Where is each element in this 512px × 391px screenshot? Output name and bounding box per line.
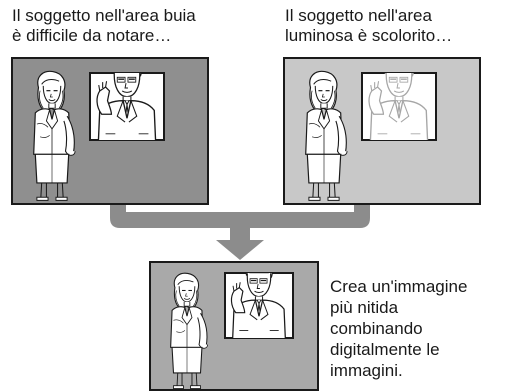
down-arrow-icon <box>216 240 264 260</box>
caption-result-line-2: più nitida <box>330 298 399 317</box>
panel-dark-exposure <box>11 57 209 205</box>
caption-dark-line-2: è difficile da notare… <box>12 26 171 45</box>
caption-result-line-4: digitalmente le <box>330 340 440 359</box>
panel-bright-exposure <box>283 57 481 205</box>
caption-bright-line-1: Il soggetto nell'area <box>285 6 432 25</box>
caption-result-line-1: Crea un'immagine <box>330 277 467 296</box>
caption-result-line-3: combinando <box>330 319 423 338</box>
caption-bright-line-2: luminosa è scolorito… <box>285 26 452 45</box>
merge-connector <box>110 196 370 260</box>
caption-bright: Il soggetto nell'area luminosa è scolori… <box>285 6 452 45</box>
caption-dark-line-1: Il soggetto nell'area buia <box>12 6 196 25</box>
panel-combined-result <box>149 261 319 391</box>
caption-dark: Il soggetto nell'area buia è difficile d… <box>12 6 196 45</box>
caption-result-line-5: immagini. <box>330 361 403 380</box>
caption-result: Crea un'immagine più nitida combinando d… <box>330 277 467 380</box>
